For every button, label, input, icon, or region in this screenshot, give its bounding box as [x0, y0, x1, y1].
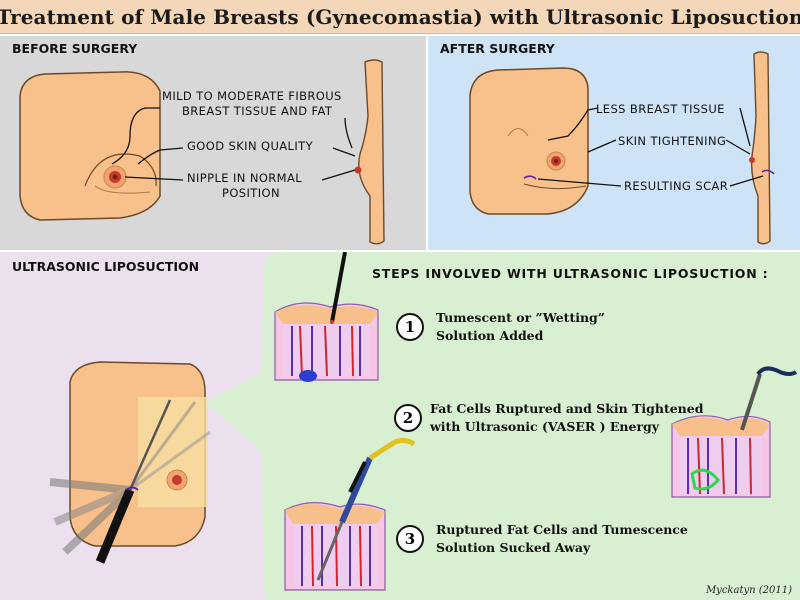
leader-skin: [587, 139, 617, 153]
cannula: [95, 488, 135, 564]
step-1-number: 1: [396, 313, 424, 341]
incision-mark: [125, 486, 139, 491]
page-title: Treatment of Male Breasts (Gynecomastia)…: [0, 4, 800, 29]
step-2-text: Fat Cells Ruptured and Skin Tightened wi…: [430, 400, 703, 436]
lipo-illustration: [49, 252, 800, 600]
note-less-tissue: LESS BREAST TISSUE: [596, 102, 725, 116]
note-nipple-line2: POSITION: [222, 186, 280, 200]
step-3-number: 3: [396, 525, 424, 553]
steps-heading: STEPS INVOLVED WITH ULTRASONIC LIPOSUCTI…: [372, 266, 769, 281]
step-2-number: 2: [394, 404, 422, 432]
leader-skin-right: [332, 147, 356, 157]
leader-nipple: [124, 176, 184, 181]
tissue-block-2: [671, 366, 798, 498]
scar-mark: [523, 175, 537, 180]
tissue-block-3: [284, 437, 416, 591]
leader-tissue-right: [739, 107, 751, 147]
step-1-line2: Solution Added: [436, 328, 544, 343]
step-1-line1: Tumescent or ”Wetting”: [436, 310, 605, 325]
leader-scar: [537, 178, 622, 187]
step-3-line2: Solution Sucked Away: [436, 540, 591, 555]
step-1: 1 Tumescent or ”Wetting” Solution Added: [396, 309, 605, 345]
leader-nipple-right: [321, 169, 356, 181]
step-3: 3 Ruptured Fat Cells and Tumescence Solu…: [396, 521, 688, 557]
torso-front: [469, 67, 589, 215]
torso-front: [19, 71, 161, 221]
side-nipple: [749, 157, 755, 163]
note-skin-quality: GOOD SKIN QUALITY: [187, 139, 314, 153]
step-2-line2: with Ultrasonic (VASER ) Energy: [430, 419, 660, 434]
leader-fibrous: [111, 107, 160, 165]
title-bar: Treatment of Male Breasts (Gynecomastia)…: [0, 0, 800, 34]
side-profile: [750, 51, 771, 245]
note-fibrous-line2: BREAST TISSUE AND FAT: [182, 104, 333, 118]
leader-skin-right: [725, 139, 751, 155]
side-profile: [358, 59, 385, 245]
breast-fold: [84, 153, 157, 187]
before-surgery-panel: BEFORE SURGERY MILD TO MODERATE FIBROUS …: [0, 36, 426, 250]
step-3-line1: Ruptured Fat Cells and Tumescence: [436, 522, 688, 537]
step-1-text: Tumescent or ”Wetting” Solution Added: [436, 309, 605, 345]
chest-fold: [507, 128, 529, 137]
note-skin-tightening: SKIN TIGHTENING: [618, 134, 727, 148]
step-2-line1: Fat Cells Ruptured and Skin Tightened: [430, 401, 704, 416]
side-scar: [761, 169, 775, 175]
author-credit: Myckatyn (2011): [705, 585, 792, 596]
before-illustration: [19, 59, 385, 245]
step-2: 2 Fat Cells Ruptured and Skin Tightened …: [394, 400, 703, 436]
leader-tissue: [547, 107, 599, 141]
ultrasonic-liposuction-label: ULTRASONIC LIPOSUCTION: [12, 259, 200, 274]
nipple: [172, 475, 182, 485]
cannula-fan: [49, 401, 211, 555]
breast-lower-fold: [94, 185, 151, 194]
leader-scar-right: [729, 175, 764, 187]
cannula-probe: [128, 399, 172, 491]
before-surgery-label: BEFORE SURGERY: [12, 41, 138, 56]
leader-fibrous-right: [344, 117, 353, 149]
note-fibrous-line1: MILD TO MODERATE FIBROUS: [162, 89, 342, 103]
after-surgery-label: AFTER SURGERY: [440, 41, 555, 56]
tumescent-area: [138, 397, 208, 507]
note-resulting-scar: RESULTING SCAR: [624, 179, 729, 193]
lower-line: [523, 183, 587, 190]
note-nipple-line1: NIPPLE IN NORMAL: [187, 171, 303, 185]
tissue-block-1: [274, 252, 379, 382]
after-illustration: [469, 51, 775, 245]
step-3-text: Ruptured Fat Cells and Tumescence Soluti…: [436, 521, 688, 557]
leader-skin: [137, 147, 184, 165]
side-nipple: [354, 166, 362, 174]
after-surgery-panel: AFTER SURGERY LESS BREAST TISSUE SKIN TI…: [428, 36, 800, 250]
